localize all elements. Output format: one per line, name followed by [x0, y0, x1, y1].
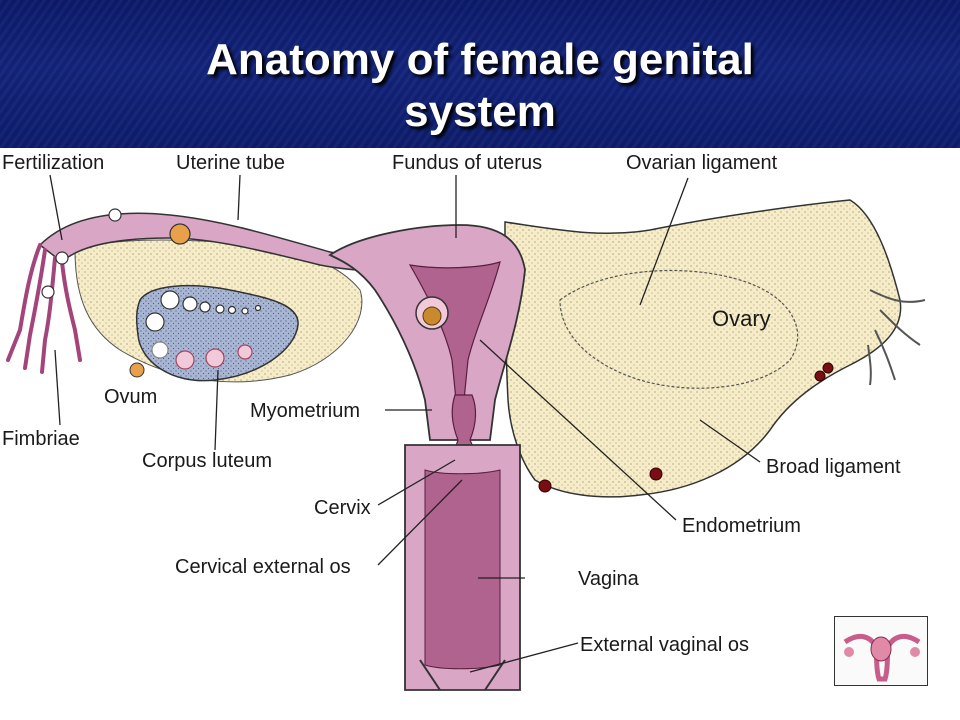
fimbriae-left-shape — [6, 243, 82, 374]
uterus-thumbnail-image — [834, 616, 928, 686]
label-fertilization: Fertilization — [2, 152, 105, 174]
red-nodules — [538, 362, 834, 493]
label-fimbriae: Fimbriae — [2, 428, 80, 450]
follicles — [145, 290, 262, 332]
label-corpus-luteum: Corpus luteum — [142, 450, 273, 472]
ovary-right-shape — [559, 269, 799, 389]
label-uterine-tube: Uterine tube — [176, 152, 285, 174]
leader-lines — [49, 174, 761, 673]
label-ovum: Ovum — [104, 386, 158, 408]
label-ovarian-ligament: Ovarian ligament — [626, 152, 778, 174]
slide-title: Anatomy of female genital system — [0, 34, 960, 138]
label-fundus-of-uterus: Fundus of uterus — [392, 152, 543, 174]
fimbriae-right-shape — [867, 289, 926, 386]
broad-ligament-right-shape — [504, 199, 902, 498]
label-vagina: Vagina — [578, 568, 639, 590]
title-banner — [0, 0, 960, 148]
title-line-1: Anatomy of female genital — [206, 35, 754, 84]
ovum-released — [129, 362, 145, 378]
title-line-2: system — [404, 87, 556, 136]
ova-in-tube — [41, 208, 191, 299]
label-ovary: Ovary — [712, 306, 771, 331]
corpus-luteum-bodies — [151, 341, 253, 370]
label-external-vaginal-os: External vaginal os — [580, 634, 749, 656]
label-broad-ligament: Broad ligament — [766, 456, 901, 478]
label-endometrium: Endometrium — [682, 515, 801, 537]
vaginal-canal-shape — [424, 469, 501, 670]
label-cervix: Cervix — [314, 497, 371, 519]
label-cervical-external-os: Cervical external os — [175, 556, 351, 578]
label-myometrium: Myometrium — [250, 400, 361, 422]
